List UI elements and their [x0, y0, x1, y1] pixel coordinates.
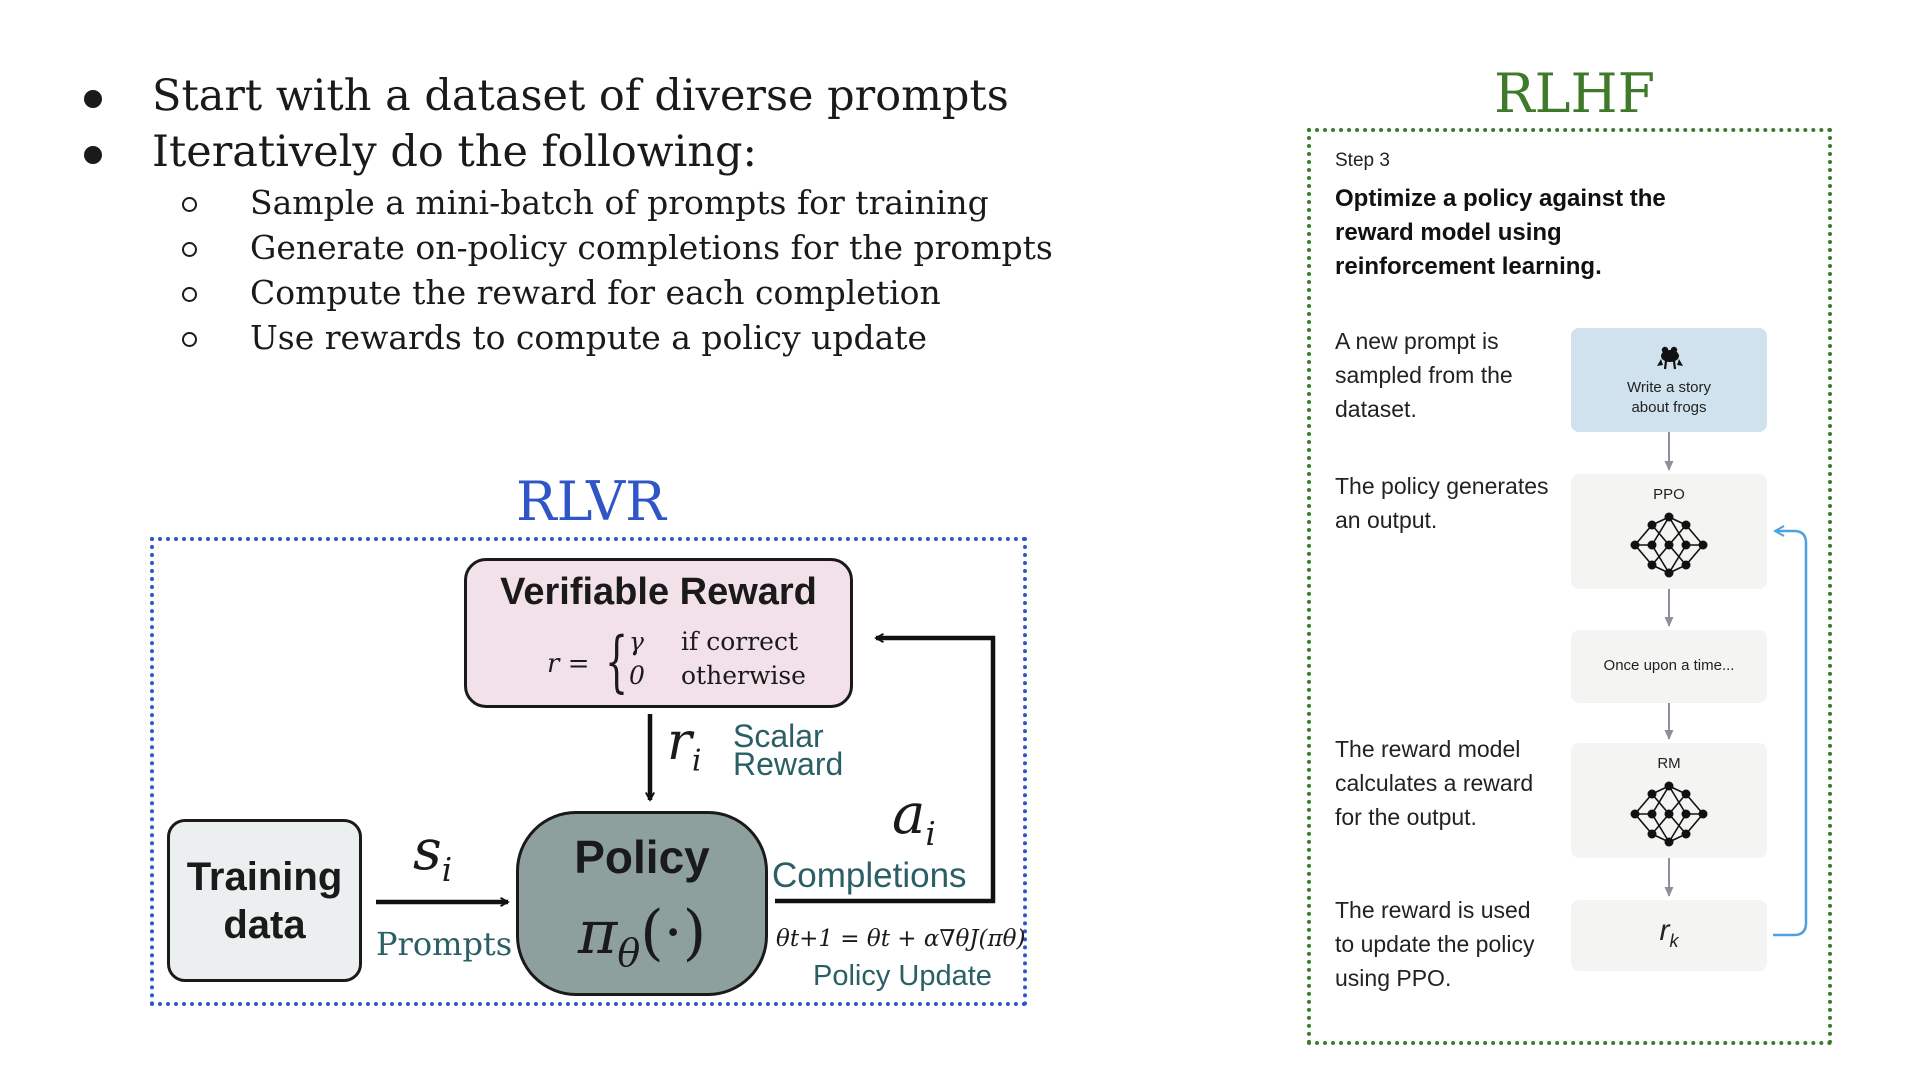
- sub-bullet-text: Generate on-policy completions for the p…: [250, 228, 1053, 267]
- rlhf-title: RLHF: [1494, 62, 1656, 125]
- step-label: Step 3: [1335, 150, 1390, 171]
- formula-brace: {: [605, 623, 629, 700]
- step-description: A new prompt is sampled from the dataset…: [1335, 328, 1513, 422]
- sub-bullet-text: Compute the reward for each completion: [250, 273, 941, 312]
- neural-network-icon: [1630, 512, 1708, 578]
- step-description: The reward model calculates a reward for…: [1335, 736, 1534, 830]
- bullet-text: Iteratively do the following:: [152, 127, 758, 177]
- training-data-box: Training data: [167, 819, 362, 982]
- policy-box-title: Policy: [574, 831, 710, 883]
- bullet-dot-icon: [84, 146, 102, 164]
- prompts-label: Prompts: [376, 925, 513, 963]
- step-heading: Optimize a policy against the reward mod…: [1335, 185, 1666, 280]
- policy-update-equation: θt+1 = θt + α∇θJ(πθ): [776, 926, 1026, 952]
- reward-value-symbol: rk: [1659, 914, 1679, 951]
- reward-value-card: rk: [1571, 900, 1767, 971]
- reward-box-title: Verifiable Reward: [500, 571, 817, 613]
- completions-feedback-arrow: [775, 638, 996, 904]
- output-card: Once upon a time...: [1571, 630, 1767, 703]
- update-loop-arrow: [1773, 531, 1808, 937]
- bullet-text: Start with a dataset of diverse prompts: [152, 71, 1009, 121]
- bullet-dot-icon: [84, 90, 102, 108]
- reward-model-card: RM: [1571, 743, 1767, 858]
- rlvr-title: RLVR: [516, 470, 666, 533]
- sub-bullet-circle-icon: [182, 242, 197, 257]
- sub-bullet-item: Generate on-policy completions for the p…: [80, 225, 1080, 270]
- reward-symbol: ri: [667, 712, 702, 779]
- frog-icon: [1657, 346, 1683, 370]
- ppo-card: PPO: [1571, 474, 1767, 589]
- sub-bullet-item: Sample a mini-batch of prompts for train…: [80, 180, 1080, 225]
- sub-bullet-item: Use rewards to compute a policy update: [80, 315, 1080, 360]
- sub-bullet-circle-icon: [182, 287, 197, 302]
- formula-lhs: r =: [547, 649, 590, 679]
- completion-symbol: ai: [892, 782, 936, 854]
- rlvr-frame: [150, 537, 1027, 1006]
- step-description: The policy generates an output.: [1335, 473, 1549, 533]
- output-text: Once upon a time...: [1603, 657, 1735, 674]
- bullet-item: Iteratively do the following:: [80, 124, 1080, 180]
- ppo-label: PPO: [1653, 486, 1685, 503]
- completions-label: Completions: [772, 856, 967, 895]
- neural-network-icon: [1630, 781, 1708, 847]
- sub-bullet-item: Compute the reward for each completion: [80, 270, 1080, 315]
- sub-bullet-text: Use rewards to compute a policy update: [250, 318, 928, 357]
- policy-symbol: πθ(·): [577, 898, 707, 975]
- policy-box: Policy πθ(·): [516, 811, 768, 996]
- sub-bullet-text: Sample a mini-batch of prompts for train…: [250, 183, 989, 222]
- policy-update-label: Policy Update: [813, 960, 992, 992]
- rm-label: RM: [1657, 755, 1681, 772]
- bullet-item: Start with a dataset of diverse prompts: [80, 68, 1080, 124]
- sub-bullet-circle-icon: [182, 197, 197, 212]
- bullet-list: Start with a dataset of diverse prompts …: [80, 68, 1080, 360]
- rlhf-frame: [1307, 128, 1832, 1045]
- sub-bullet-circle-icon: [182, 332, 197, 347]
- step-description: The reward is used to update the policy …: [1335, 897, 1535, 991]
- prompt-symbol: si: [413, 818, 453, 890]
